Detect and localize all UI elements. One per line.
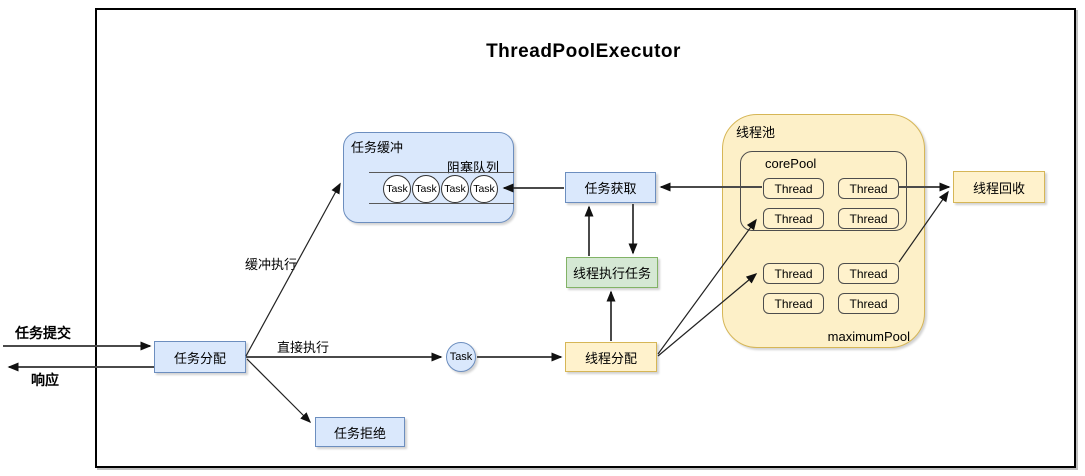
max-thread-box: Thread xyxy=(838,263,899,284)
max-thread-box: Thread xyxy=(763,263,824,284)
task-circle: Task xyxy=(446,342,476,372)
core-thread-box: Thread xyxy=(763,208,824,229)
task-buffer-container: 任务缓冲 阻塞队列 Task Task Task Task xyxy=(343,132,514,223)
blocking-queue-label: 阻塞队列 xyxy=(446,160,499,175)
core-pool-label: corePool xyxy=(765,156,817,171)
queue-line-top xyxy=(369,172,514,173)
queue-task-circle: Task xyxy=(412,175,440,203)
direct-exec-label: 直接执行 xyxy=(277,340,330,355)
thread-exec-box: 线程执行任务 xyxy=(566,257,658,288)
core-thread-box: Thread xyxy=(763,178,824,199)
max-thread-box: Thread xyxy=(838,293,899,314)
task-reject-box: 任务拒绝 xyxy=(315,417,405,447)
core-thread-box: Thread xyxy=(838,208,899,229)
thread-recycle-box: 线程回收 xyxy=(953,171,1045,203)
diagram-title: ThreadPoolExecutor xyxy=(486,41,681,62)
thread-pool-label: 线程池 xyxy=(736,125,776,140)
queue-task-circle: Task xyxy=(441,175,469,203)
queue-task-circle: Task xyxy=(383,175,411,203)
thread-dispatch-box: 线程分配 xyxy=(565,342,657,372)
core-pool-group: corePool xyxy=(740,151,907,231)
task-buffer-label: 任务缓冲 xyxy=(351,140,404,155)
task-submit-label: 任务提交 xyxy=(15,325,71,341)
max-thread-box: Thread xyxy=(763,293,824,314)
thread-pool-container: 线程池 corePool Thread Thread Thread Thread… xyxy=(722,114,925,348)
buffered-exec-label: 缓冲执行 xyxy=(245,257,298,272)
task-fetch-box: 任务获取 xyxy=(565,172,656,203)
queue-task-circle: Task xyxy=(470,175,498,203)
core-thread-box: Thread xyxy=(838,178,899,199)
response-label: 响应 xyxy=(31,372,59,388)
maximum-pool-label: maximumPool xyxy=(827,329,910,344)
diagram-frame xyxy=(95,8,1076,468)
queue-line-bottom xyxy=(369,203,514,204)
task-dispatch-box: 任务分配 xyxy=(154,341,246,373)
